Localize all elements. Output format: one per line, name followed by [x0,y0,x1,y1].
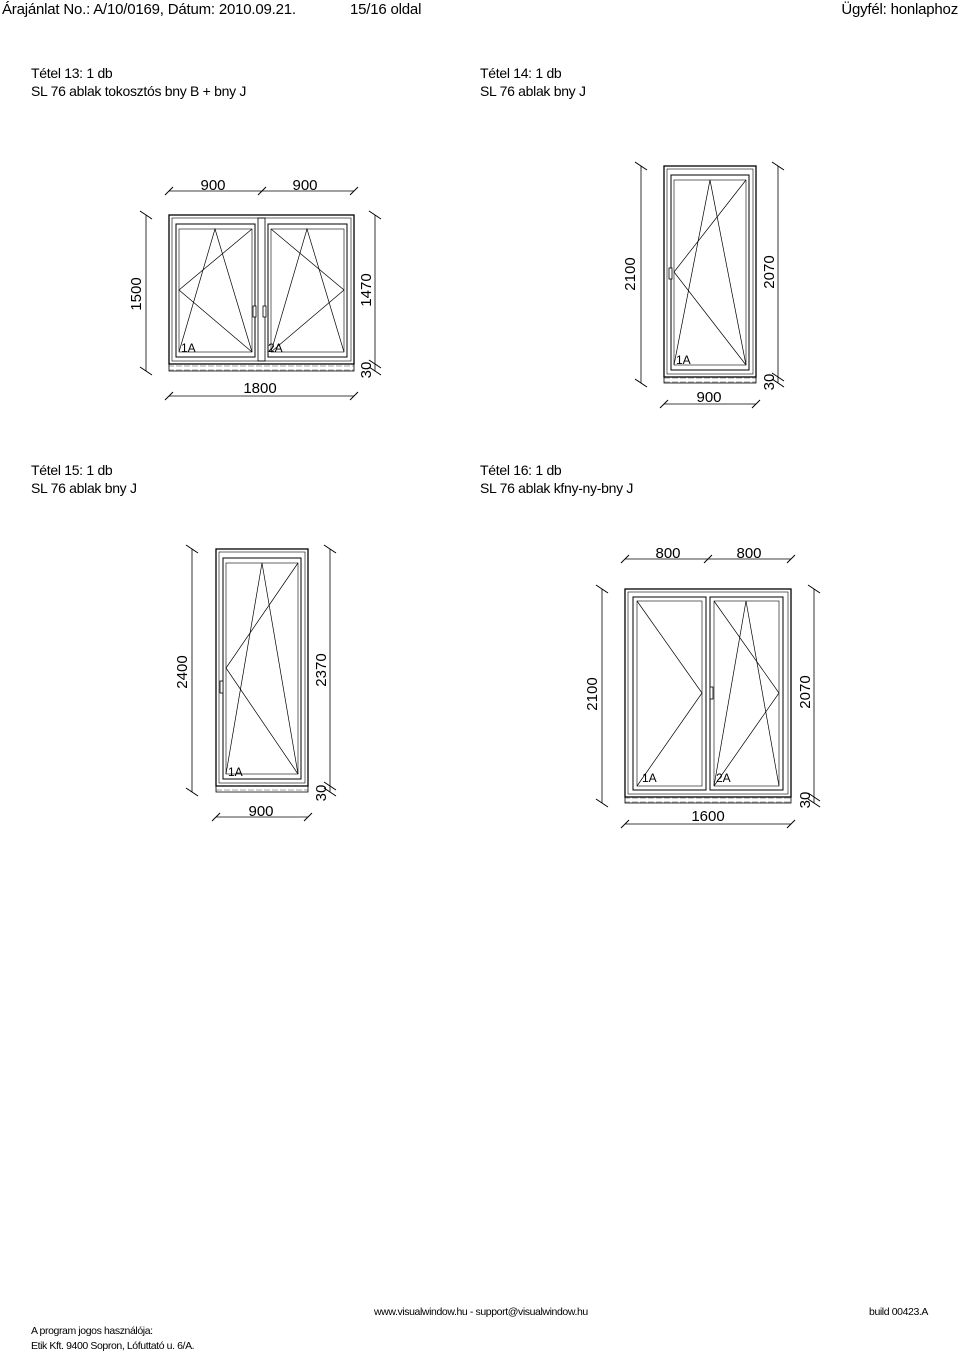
item-13-total-width: 1800 [243,380,276,397]
item-13-width-1: 900 [200,177,225,194]
item-14-header: Tétel 14: 1 db SL 76 ablak bny J [480,64,586,100]
item-13-title: Tétel 13: 1 db [31,65,113,81]
footer-licensee-label: A program jogos használója: [31,1325,153,1337]
item-16-width-2: 800 [736,545,761,562]
item-16-description: SL 76 ablak kfny-ny-bny J [480,480,634,496]
item-14-sash [670,174,750,371]
item-13-sill [168,363,355,372]
item-15-total-width: 900 [248,803,273,820]
item-14-sash-label: 1A [676,353,691,367]
item-16-total-width: 1600 [691,808,724,825]
item-13-dimensions: 900 900 1800 1500 1470 30 1A 2A [128,177,375,397]
item-14-drawing [634,161,785,409]
item-15-header: Tétel 15: 1 db SL 76 ablak bny J [31,461,137,497]
item-13-sash-1 [175,223,256,358]
item-16-sill-height: 30 [797,792,814,809]
item-16-sash-label-1: 1A [642,771,657,785]
item-16-sill [624,796,792,804]
item-15-sash-label: 1A [228,765,243,779]
item-15-sash [222,557,302,780]
item-13-sash-2-opening-lines [270,227,345,353]
item-13-sash-label-2: 2A [268,341,283,355]
item-14-height-inner: 2070 [761,255,778,288]
item-16-height-inner: 2070 [797,675,814,708]
item-15-dimensions: 2400 2370 30 900 1A [174,653,330,820]
item-15-height-outer: 2400 [174,655,191,688]
item-14-description: SL 76 ablak bny J [480,83,586,99]
item-14-handle [668,267,673,280]
item-16-width-1: 800 [655,545,680,562]
item-14-title: Tétel 14: 1 db [480,65,562,81]
item-16-drawing [595,554,821,829]
item-13-handle-2 [262,305,267,318]
item-16-sash-2 [709,596,784,791]
item-13-sash-label-1: 1A [181,341,196,355]
item-16-sash-label-2: 2A [716,771,731,785]
quote-number-date: Árajánlat No.: A/10/0169, Dátum: 2010.09… [2,1,296,18]
item-16-height-outer: 2100 [584,677,601,710]
item-13-sash-2 [267,223,348,358]
item-15-sill [215,785,309,793]
item-16-sash-1-opening-lines [636,600,703,787]
item-13-height-inner: 1470 [358,273,375,306]
item-15-title: Tétel 15: 1 db [31,462,113,478]
item-14-height-outer: 2100 [622,257,639,290]
item-14-opening-lines [673,179,747,366]
item-13-drawing [139,186,382,401]
item-14-sill-height: 30 [761,374,778,391]
item-16-sash-1 [632,596,707,791]
item-15-description: SL 76 ablak bny J [31,480,137,496]
item-13-sash-1-opening-lines [178,227,253,353]
item-15-opening-lines [225,562,299,775]
item-13-mullion [257,217,266,362]
item-13-width-2: 900 [292,177,317,194]
page-number: 15/16 oldal [350,1,422,18]
item-13-handle-1 [252,305,257,318]
item-16-handle [709,686,714,700]
item-15-sill-height: 30 [313,785,330,802]
item-16-sash-2-opening-lines [713,600,780,787]
item-15-height-inner: 2370 [313,653,330,686]
item-16-header: Tétel 16: 1 db SL 76 ablak kfny-ny-bny J [480,461,633,497]
item-13-outer-frame [168,214,355,365]
item-13-sill-height: 30 [358,362,375,379]
item-15-drawing [185,544,337,822]
item-13-header: Tétel 13: 1 db SL 76 ablak tokosztós bny… [31,64,246,100]
item-16-dimensions: 800 800 1600 2100 2070 30 1A 2A [584,545,814,825]
customer: Ügyfél: honlaphoz [841,1,958,18]
item-14-total-width: 900 [696,389,721,406]
item-16-title: Tétel 16: 1 db [480,462,562,478]
item-13-height-outer: 1500 [128,277,145,310]
footer-website: www.visualwindow.hu - support@visualwind… [374,1306,588,1318]
item-13-description: SL 76 ablak tokosztós bny B + bny J [31,83,247,99]
item-16-outer-frame [624,588,792,798]
item-14-dimensions: 2100 2070 30 900 1A [622,255,778,406]
item-15-handle [219,680,224,694]
item-14-sill [663,376,757,384]
footer-licensee: Etik Kft. 9400 Sopron, Lófuttató u. 6/A. [31,1340,195,1352]
footer-build: build 00423.A [869,1306,929,1318]
